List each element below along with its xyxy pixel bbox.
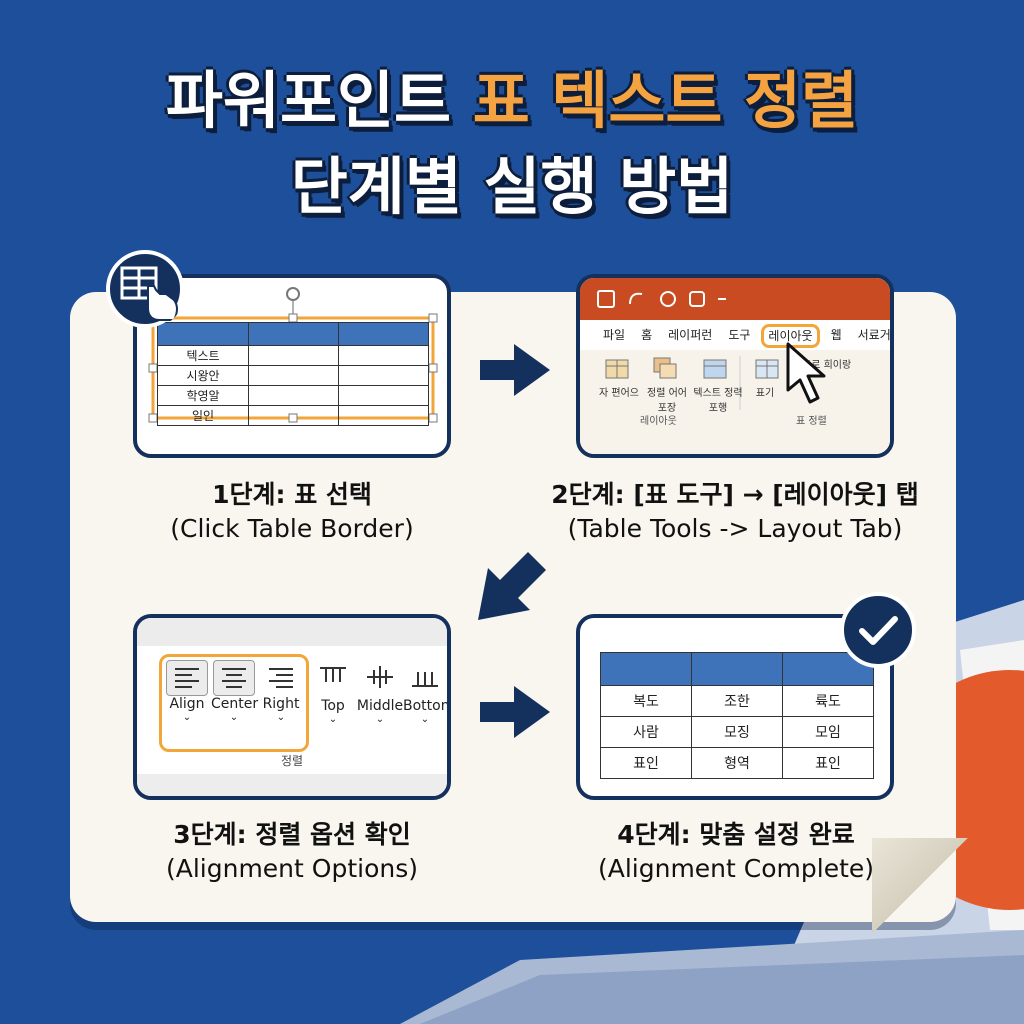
tab-file[interactable]: 파일	[603, 328, 626, 342]
arrow-right-icon	[480, 344, 550, 396]
align-left-button[interactable]: Align ⌄	[165, 660, 209, 723]
tab-home[interactable]: 홈	[641, 328, 653, 342]
step1-caption: 1단계: 표 선택 (Click Table Border)	[92, 478, 492, 546]
tab-reference[interactable]: 레이퍼런	[668, 328, 713, 342]
step1-sub: (Click Table Border)	[170, 514, 414, 543]
align-center-button[interactable]: Center ⌄	[211, 660, 259, 723]
ribbon-footer	[137, 774, 447, 796]
ribbon-group-label[interactable]: 자 편어으	[599, 388, 639, 399]
check-badge-icon	[840, 592, 916, 668]
ribbon-group-label[interactable]: 정렬 어어 포장	[647, 388, 687, 414]
align-right-label: Right	[262, 696, 300, 712]
ribbon-strip	[137, 618, 447, 646]
arrow-down-left-icon	[478, 552, 546, 620]
ribbon-side-label: 표로 희이랑	[802, 360, 852, 371]
quick-access-icons	[597, 290, 726, 308]
ribbon-group-caption: 표 정렬	[796, 416, 827, 427]
mouse-pointer-icon	[786, 342, 826, 404]
tab-web[interactable]: 웹	[830, 328, 842, 342]
align-bottom-label: Bottom	[403, 698, 451, 714]
table-cursor-icon	[106, 250, 184, 328]
ribbon-group-label[interactable]: 표기	[755, 388, 775, 399]
step2-sub: (Table Tools -> Layout Tab)	[567, 514, 903, 543]
page-fold	[872, 838, 968, 934]
step4-sub: (Alignment Complete)	[597, 854, 875, 883]
step2-caption: 2단계: [표 도구] → [레이아웃] 탭 (Table Tools -> L…	[520, 478, 950, 546]
table-row: 텍스트	[157, 345, 429, 366]
step2-panel: 파일 홈 레이퍼런 도구 레이아웃 웹 서료거 박력 자 편어으 정렬 어어 포…	[576, 274, 894, 458]
alignment-highlight	[159, 654, 309, 752]
alignment-group-caption: 정렬	[280, 754, 304, 768]
tab-layout[interactable]: 레이아웃	[761, 324, 820, 348]
table-row: 시왕안	[157, 365, 429, 386]
align-left-label: Align	[169, 696, 205, 712]
step1-panel: 텍스트 시왕안 학영알 일인	[133, 274, 451, 458]
step3-caption: 3단계: 정렬 옵션 확인 (Alignment Options)	[92, 818, 492, 886]
title-accent: 표 텍스트 정렬	[472, 64, 859, 137]
align-top-label: Top	[321, 698, 345, 714]
ribbon-group-caption: 레이아웃	[640, 416, 677, 427]
align-middle-button[interactable]: Middle ⌄	[355, 660, 405, 725]
align-center-label: Center	[211, 696, 259, 712]
align-top-icon	[320, 667, 346, 682]
align-right-icon	[260, 660, 302, 696]
tab-other[interactable]: 서료거	[857, 328, 891, 342]
step3-sub: (Alignment Options)	[165, 854, 418, 883]
align-middle-label: Middle	[356, 698, 404, 714]
step3-label: 3단계: 정렬 옵션 확인	[173, 820, 411, 849]
table-row: 학영알	[157, 385, 429, 406]
step1-table: 텍스트 시왕안 학영알 일인	[157, 322, 429, 426]
align-bottom-button[interactable]: Bottom ⌄	[403, 660, 447, 725]
step1-label: 1단계: 표 선택	[212, 480, 372, 509]
arrow-right-icon	[480, 686, 550, 738]
step3-panel: Align ⌄ Center ⌄ Right ⌄ Top ⌄ Middle ⌄ …	[133, 614, 451, 800]
align-top-button[interactable]: Top ⌄	[313, 660, 353, 725]
ribbon-body: 자 편어으 정렬 어어 포장 텍스트 정력 포행 표기 표로 희이랑 레이아웃 …	[580, 350, 890, 454]
align-left-icon	[166, 660, 208, 696]
table-row: 일인	[157, 405, 429, 426]
ribbon-tabs: 파일 홈 레이퍼런 도구 레이아웃 웹 서료거 박력	[580, 324, 890, 348]
step4-label: 4단계: 맞춤 설정 완료	[617, 820, 855, 849]
align-middle-icon	[367, 666, 393, 688]
step2-label: 2단계: [표 도구] → [레이아웃] 탭	[551, 480, 919, 509]
ribbon-group-label[interactable]: 텍스트 정력 포행	[693, 388, 743, 414]
ribbon-icons	[605, 356, 779, 410]
align-bottom-icon	[412, 672, 438, 687]
align-right-button[interactable]: Right ⌄	[259, 660, 303, 723]
page-title: 파워포인트 표 텍스트 정렬	[0, 62, 1024, 140]
align-center-icon	[213, 660, 255, 696]
title-prefix: 파워포인트	[165, 64, 452, 137]
page-subtitle: 단계별 실행 방법	[290, 150, 734, 223]
step4-caption: 4단계: 맞춤 설정 완료 (Alignment Complete)	[536, 818, 936, 886]
ribbon-titlebar	[580, 278, 890, 320]
tab-tools[interactable]: 도구	[728, 328, 751, 342]
